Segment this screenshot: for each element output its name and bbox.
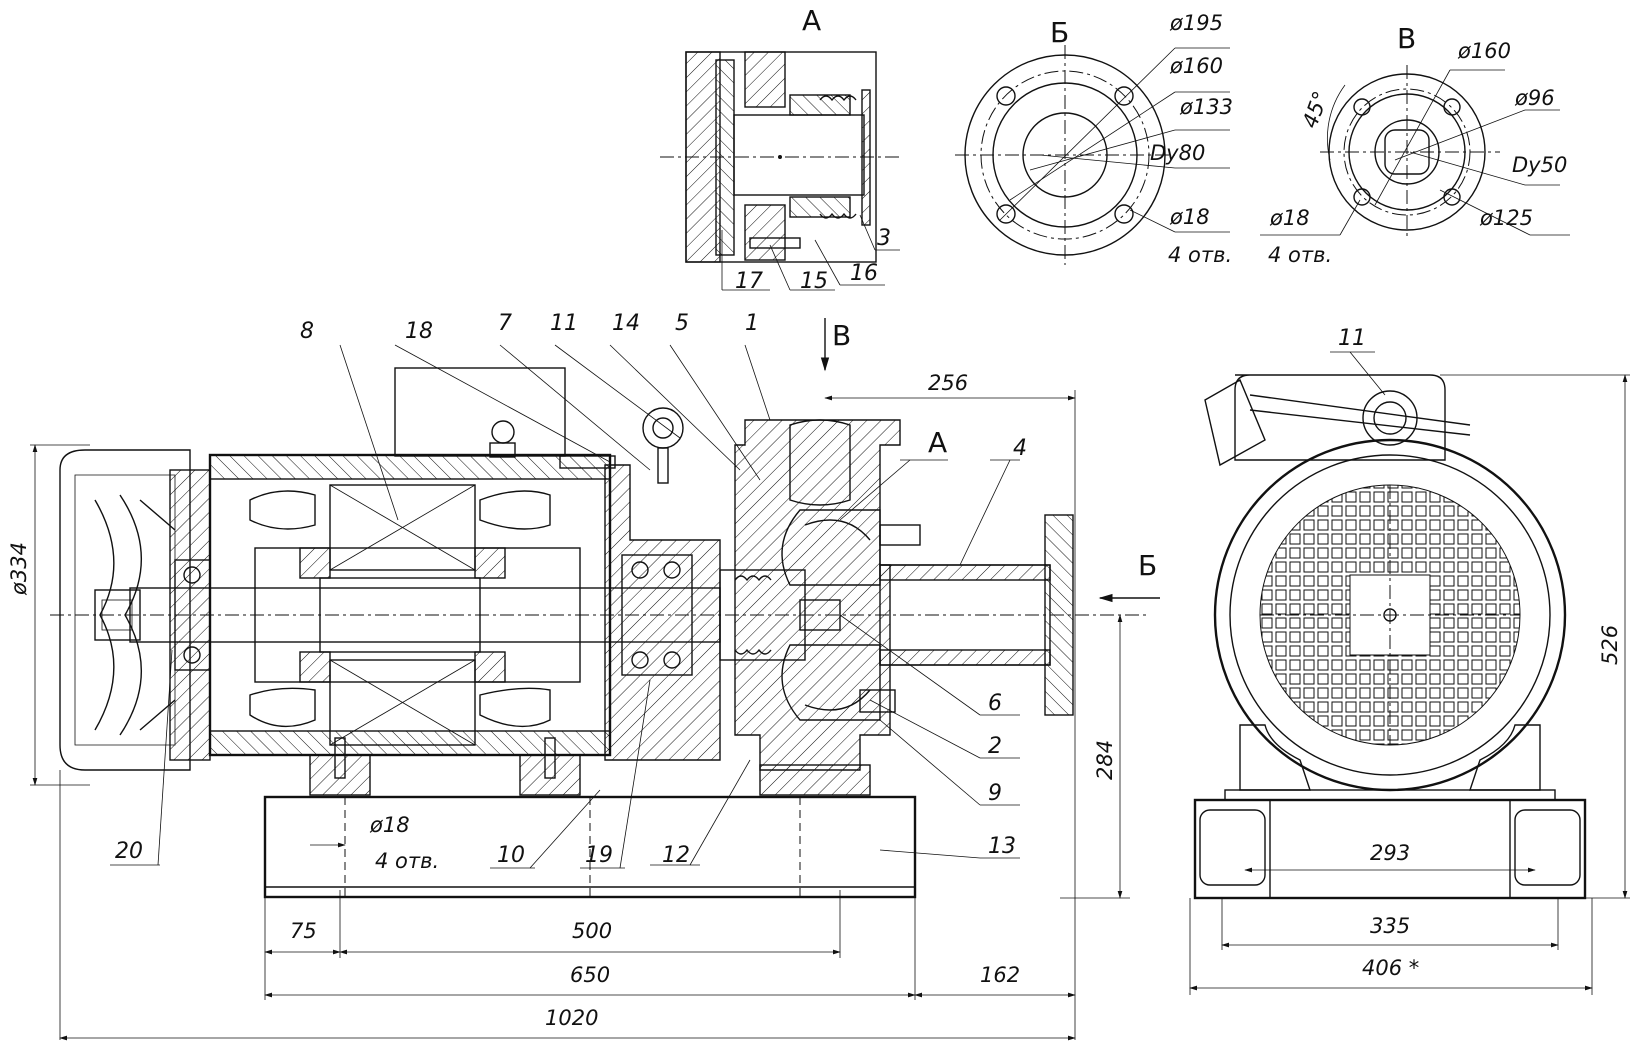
pos-2: 2 [988,734,1002,759]
pos-19: 19 [585,843,613,868]
pos-12: 12 [662,843,690,868]
flange-b-d133: ø133 [1179,95,1233,119]
flange-v-dy50: Dy50 [1512,153,1567,177]
dim-650: 650 [570,963,610,987]
pos-1: 1 [745,311,759,336]
pos-18: 18 [405,319,433,344]
view-arrows: В Б [820,318,1160,603]
dim-335: 335 [1370,914,1410,938]
detail-a-title: А [802,4,821,37]
end-view-pos-11: 11 [1338,326,1366,351]
pos-9: 9 [988,781,1002,806]
end-view: 11 [1193,326,1587,900]
pos-13: 13 [988,834,1016,859]
end-view-dimensions: 526 293 335 406 * [1189,374,1630,995]
pos-11: 11 [550,311,578,336]
flange-v-d18: ø18 [1269,206,1310,230]
flange-b-view: Б ø195 ø160 ø133 Dy80 ø18 4 отв. [955,11,1233,267]
pos-14: 14 [612,311,640,336]
arrow-v-label: В [832,319,851,352]
dim-d334: ø334 [7,542,31,596]
detail-a-pos-17: 17 [735,269,763,294]
main-section-view [50,367,1150,899]
flange-b-d195: ø195 [1169,11,1223,35]
detail-a-view: А 17 15 16 3 [660,4,900,294]
detail-a-pos-3: 3 [877,226,891,251]
flange-v-d125: ø125 [1479,206,1533,230]
flange-b-title: Б [1050,16,1069,49]
flange-v-holes: 4 отв. [1268,243,1332,267]
flange-v-d96: ø96 [1514,86,1555,110]
flange-v-d160: ø160 [1457,39,1511,63]
flange-b-dy80: Dy80 [1150,141,1205,165]
pos-a: А [928,426,947,459]
dim-406: 406 * [1362,956,1419,980]
pos-10: 10 [497,843,525,868]
dim-hole-d18: ø18 [369,813,410,837]
main-position-leaders: 8 18 7 11 14 5 1 А 4 6 2 9 13 12 19 10 2… [110,311,1027,869]
flange-b-d160: ø160 [1169,54,1223,78]
arrow-b-label: Б [1138,549,1157,582]
pos-7: 7 [498,311,512,336]
flange-b-holes: 4 отв. [1168,243,1232,267]
dim-162: 162 [980,963,1020,987]
pos-5: 5 [675,311,689,336]
flange-b-d18: ø18 [1169,205,1210,229]
pos-6: 6 [988,691,1002,716]
detail-a-pos-16: 16 [850,261,878,286]
flange-v-title: В [1397,22,1416,55]
flange-v-angle: 45° [1298,88,1333,131]
dim-526: 526 [1598,625,1622,665]
pos-4: 4 [1013,436,1027,461]
dim-256: 256 [928,371,968,395]
pos-20: 20 [115,839,143,864]
detail-a-pos-15: 15 [800,269,828,294]
flange-v-view: В 45° ø160 ø96 Dy50 ø125 ø18 4 отв. [1260,22,1570,267]
pos-8: 8 [300,319,314,344]
dim-500: 500 [572,919,612,943]
main-dimensions: ø334 256 284 ø18 4 отв. 75 500 650 162 1… [7,371,1130,1041]
dim-hole-count: 4 отв. [375,849,439,873]
dim-293: 293 [1370,841,1410,865]
dim-1020: 1020 [545,1006,598,1030]
dim-75: 75 [290,919,317,943]
dim-284: 284 [1093,740,1117,780]
